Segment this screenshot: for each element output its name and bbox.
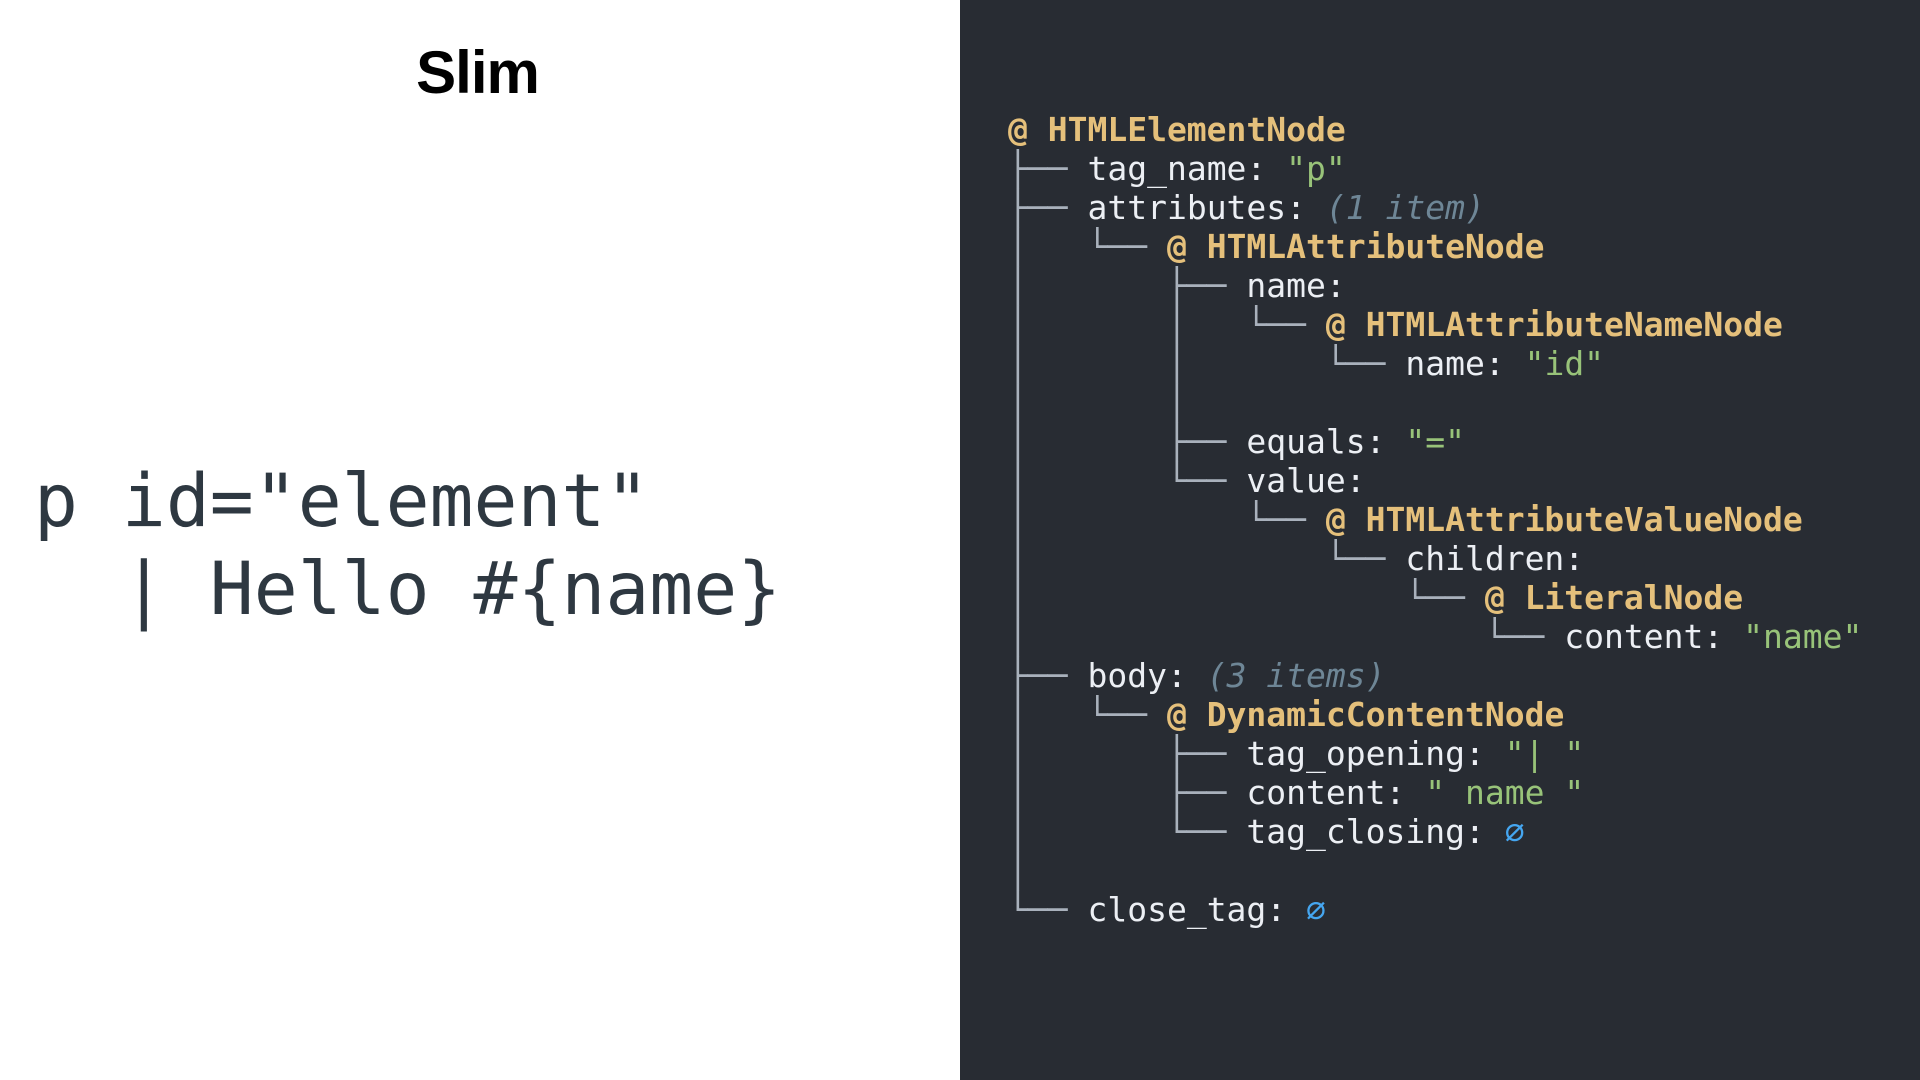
ast-pane [960,0,1920,1080]
tree-branch: │ └── [1008,500,1326,539]
tree-branch: │ ├── [1008,422,1247,461]
source-code: p id="element" | Hello #{name} [34,458,781,634]
slide-title: Slim [416,39,540,106]
node-type: @ DynamicContentNode [1166,695,1565,734]
tree-branch: │ │ └── [1008,305,1326,344]
tree-line: ├── body: (3 items) [1008,656,1862,695]
field-key: value: [1246,461,1366,500]
tree-line: │ [1008,851,1862,890]
source-pane: Slim p id="element" | Hello #{name} [34,39,782,634]
tree-line: │ └── @ DynamicContentNode [1008,695,1862,734]
tree-branch: │ [1008,851,1028,890]
tree-line: │ ├── content: " name " [1008,773,1862,812]
tree-line: │ │ └── @ HTMLAttributeNameNode [1008,305,1862,344]
tree-line: │ ├── equals: "=" [1008,422,1862,461]
tree-branch: │ └── [1008,812,1247,851]
tree-line: │ └── value: [1008,461,1862,500]
node-type: @ LiteralNode [1484,578,1744,617]
tree-branch: ├── [1008,149,1088,188]
tree-branch: │ └── [1008,578,1485,617]
item-count: (1 item) [1325,188,1485,227]
tree-line: ├── attributes: (1 item) [1008,188,1862,227]
string-value: "| " [1504,734,1585,773]
source-line: | Hello #{name} [34,547,782,632]
node-type: @ HTMLAttributeNameNode [1325,305,1783,344]
string-value: " name " [1425,773,1585,812]
field-key: close_tag: [1087,890,1287,929]
tree-line: │ └── @ HTMLAttributeValueNode [1008,500,1862,539]
tree-branch: │ └── [1008,695,1167,734]
tree-branch: │ └── [1008,539,1406,578]
item-count: (3 items) [1206,656,1386,695]
tree-branch: │ ├── [1008,773,1247,812]
tree-line: │ │ [1008,383,1862,422]
tree-branch: ├── [1008,656,1088,695]
field-key: content: [1564,617,1724,656]
tree-branch: │ └── [1008,617,1565,656]
nil-icon: ∅ [1504,812,1525,851]
field-key: tag_name: [1087,149,1267,188]
source-line: p id="element" [34,459,650,544]
tree-line: │ ├── name: [1008,266,1862,305]
nil-icon: ∅ [1306,890,1326,929]
string-value: "id" [1524,344,1605,383]
tree-branch: │ ├── [1008,734,1247,773]
tree-line: │ └── tag_closing: ∅ [1008,812,1862,851]
node-type: @ HTMLAttributeValueNode [1325,500,1803,539]
tree-branch: ├── [1008,188,1088,227]
node-type: @ HTMLAttributeNode [1166,227,1545,266]
string-value: "name" [1743,617,1863,656]
field-key: equals: [1246,422,1386,461]
field-key: body: [1087,656,1187,695]
tree-branch: │ │ [1008,383,1187,422]
field-key: children: [1405,539,1585,578]
tree-branch: └── [1008,890,1088,929]
field-key: name: [1246,266,1346,305]
string-value: "=" [1405,422,1465,461]
tree-line: ├── tag_name: "p" [1008,149,1862,188]
tree-branch: │ └── [1008,227,1167,266]
tree-branch: │ ├── [1008,266,1247,305]
tree-branch: │ └── [1008,461,1247,500]
field-key: tag_closing: [1246,812,1485,851]
node-type: @ HTMLElementNode [1008,110,1346,149]
tree-line: │ └── children: [1008,539,1862,578]
tree-line: @ HTMLElementNode [1008,110,1862,149]
field-key: tag_opening: [1246,734,1485,773]
string-value: "p" [1286,149,1346,188]
tree-line: │ └── @ HTMLAttributeNode [1008,227,1862,266]
tree-line: │ │ └── name: "id" [1008,344,1862,383]
tree-line: │ └── @ LiteralNode [1008,578,1862,617]
tree-line: │ ├── tag_opening: "| " [1008,734,1862,773]
field-key: content: [1246,773,1406,812]
field-key: attributes: [1087,188,1307,227]
tree-line: └── close_tag: ∅ [1008,890,1862,929]
ast-tree: @ HTMLElementNode├── tag_name: "p"├── at… [1008,110,1862,929]
tree-branch: │ │ └── [1008,344,1406,383]
field-key: name: [1405,344,1505,383]
tree-line: │ └── content: "name" [1008,617,1862,656]
